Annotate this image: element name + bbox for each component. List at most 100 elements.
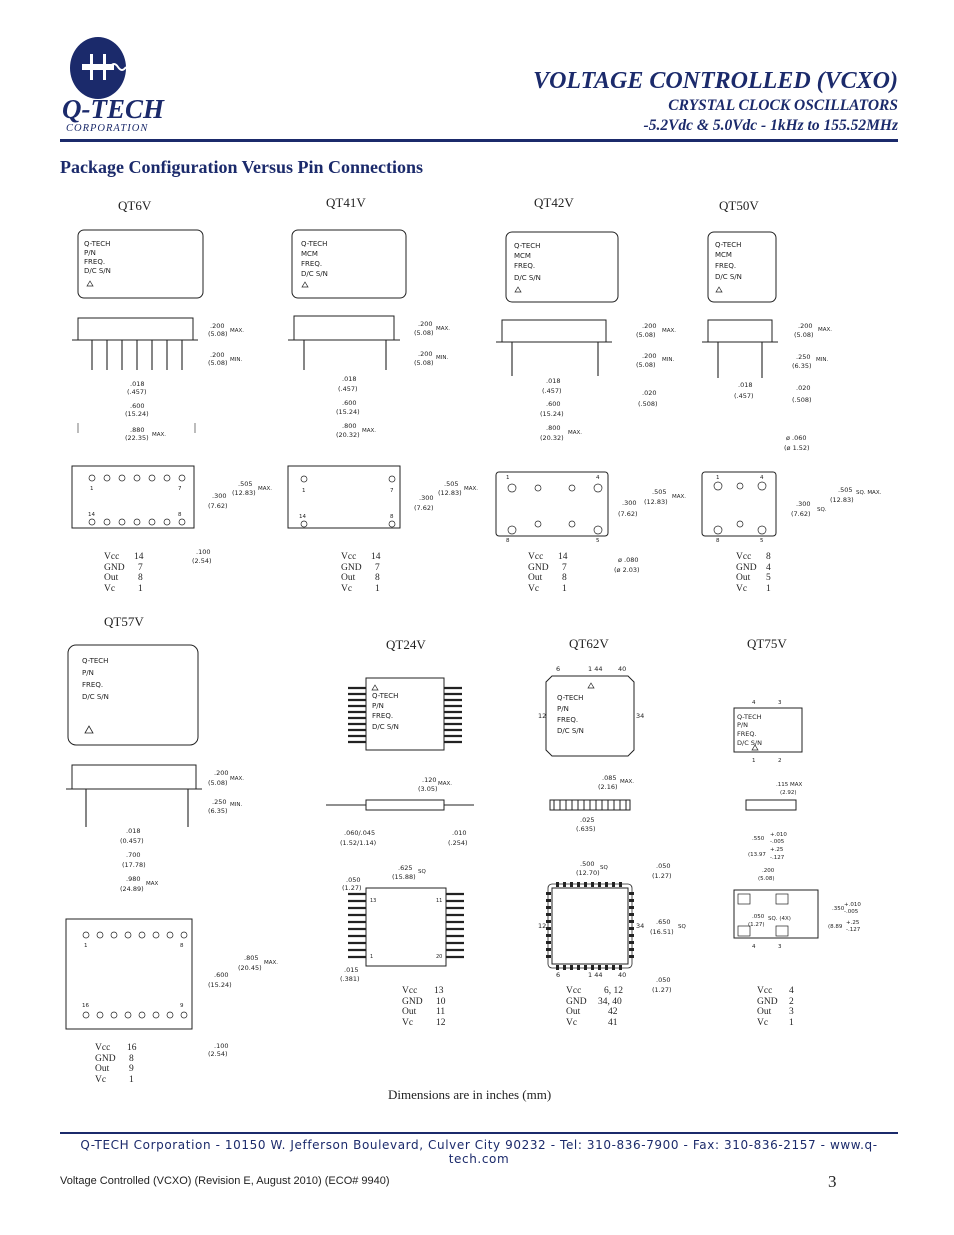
svg-text:FREQ.: FREQ.: [372, 712, 393, 720]
svg-text:(20.45): (20.45): [238, 964, 262, 972]
svg-text:5: 5: [760, 538, 764, 544]
svg-text:.200: .200: [762, 868, 775, 874]
svg-text:(12.83): (12.83): [438, 489, 462, 497]
svg-text:D/C S/N: D/C S/N: [715, 273, 742, 281]
svg-text:MIN.: MIN.: [230, 357, 242, 363]
package-qt6v-drawing: Q-TECH P/N FREQ. D/C S/N .200(5.08)MAX. …: [70, 228, 290, 573]
svg-text:13: 13: [370, 898, 376, 904]
svg-text:(.457): (.457): [734, 392, 754, 400]
svg-text:(7.62): (7.62): [791, 510, 811, 518]
revision-note: Voltage Controlled (VCXO) (Revision E, A…: [60, 1175, 390, 1187]
svg-text:(1.27): (1.27): [342, 884, 362, 892]
svg-text:40: 40: [618, 971, 626, 979]
svg-text:MIN.: MIN.: [816, 357, 828, 363]
svg-text:.115 MAX: .115 MAX: [776, 782, 803, 788]
svg-text:MAX.: MAX.: [438, 781, 452, 787]
svg-text:ø .080: ø .080: [618, 556, 639, 564]
svg-text:(5.08): (5.08): [636, 331, 656, 339]
svg-text:.300: .300: [796, 500, 810, 508]
svg-text:-.127: -.127: [846, 927, 861, 933]
dimensions-note: Dimensions are in inches (mm): [388, 1087, 552, 1102]
svg-text:D/C S/N: D/C S/N: [737, 739, 762, 747]
svg-text:9: 9: [180, 1003, 184, 1009]
svg-text:1: 1: [84, 943, 88, 949]
svg-text:(7.62): (7.62): [208, 502, 228, 510]
svg-text:(24.89): (24.89): [120, 885, 144, 893]
svg-text:(5.08): (5.08): [208, 330, 228, 338]
svg-text:Q-TECH: Q-TECH: [557, 694, 583, 702]
svg-text:(5.08): (5.08): [414, 329, 434, 337]
svg-text:MAX.: MAX.: [258, 486, 272, 492]
svg-text:.200: .200: [642, 322, 656, 330]
header-rule: [60, 139, 898, 142]
svg-text:4: 4: [596, 475, 600, 481]
svg-text:.500: .500: [580, 860, 594, 868]
svg-text:-.127: -.127: [770, 855, 785, 861]
svg-text:(.457): (.457): [127, 388, 147, 396]
svg-text:SQ: SQ: [678, 924, 686, 930]
logo-text: Q-TECH: [62, 94, 165, 124]
svg-text:MIN.: MIN.: [230, 802, 242, 808]
svg-text:1 44: 1 44: [588, 971, 602, 979]
svg-text:(0.457): (0.457): [120, 837, 144, 845]
svg-text:(.457): (.457): [542, 387, 562, 395]
svg-text:FREQ.: FREQ.: [84, 258, 105, 266]
svg-text:.650: .650: [656, 918, 670, 926]
svg-text:(15.24): (15.24): [208, 981, 232, 989]
qt57v-spacing-mm: (2.54): [208, 1050, 228, 1058]
svg-text:.200: .200: [418, 350, 432, 358]
svg-text:MAX.: MAX.: [436, 326, 450, 332]
package-name-qt41v: QT41V: [326, 195, 366, 210]
svg-text:.805: .805: [244, 954, 258, 962]
svg-text:+.010: +.010: [770, 832, 787, 838]
svg-text:.018: .018: [126, 827, 140, 835]
svg-text:(22.35): (22.35): [125, 434, 149, 442]
svg-text:SQ: SQ: [418, 869, 426, 875]
svg-text:(.381): (.381): [340, 975, 360, 983]
svg-text:MAX: MAX: [146, 881, 159, 887]
svg-text:34: 34: [636, 922, 644, 930]
svg-text:(12.83): (12.83): [232, 489, 256, 497]
svg-text:(.508): (.508): [792, 396, 812, 404]
svg-text:D/C S/N: D/C S/N: [372, 723, 399, 731]
svg-text:-.005: -.005: [844, 909, 859, 915]
svg-text:.018: .018: [546, 377, 560, 385]
svg-text:FREQ.: FREQ.: [301, 260, 322, 268]
svg-text:(15.24): (15.24): [336, 408, 360, 416]
package-name-qt42v: QT42V: [534, 195, 574, 210]
svg-text:.550: .550: [752, 836, 765, 842]
package-name-qt24v: QT24V: [386, 637, 426, 652]
svg-text:.018: .018: [342, 375, 356, 383]
page-number: 3: [828, 1172, 837, 1191]
svg-text:MAX.: MAX.: [230, 328, 244, 334]
svg-text:(.508): (.508): [638, 400, 658, 408]
svg-text:.200: .200: [798, 322, 812, 330]
svg-text:(12.83): (12.83): [644, 498, 668, 506]
svg-text:(3.05): (3.05): [418, 785, 438, 793]
svg-text:.120: .120: [422, 776, 436, 784]
svg-text:40: 40: [618, 665, 626, 673]
svg-text:MAX.: MAX.: [662, 328, 676, 334]
svg-text:14: 14: [88, 512, 95, 518]
svg-text:(7.62): (7.62): [414, 504, 434, 512]
svg-text:D/C S/N: D/C S/N: [82, 693, 109, 701]
package-qt41v-drawing: Q-TECH MCM FREQ. D/C S/N .200(5.08)MAX. …: [286, 228, 496, 573]
svg-text:P/N: P/N: [557, 705, 569, 713]
svg-text:(1.52/1.14): (1.52/1.14): [340, 839, 376, 847]
svg-text:.880: .880: [130, 426, 144, 434]
package-qt42v-drawing: Q-TECH MCM FREQ. D/C S/N .200(5.08)MAX. …: [494, 228, 709, 583]
svg-text:.980: .980: [126, 875, 140, 883]
page-subtitle-range: -5.2Vdc & 5.0Vdc - 1kHz to 155.52MHz: [643, 117, 898, 134]
svg-text:20: 20: [436, 954, 442, 960]
svg-text:.800: .800: [342, 422, 356, 430]
svg-text:.200: .200: [642, 352, 656, 360]
svg-text:-.005: -.005: [770, 839, 785, 845]
svg-text:.050: .050: [346, 876, 360, 884]
svg-text:2: 2: [778, 758, 782, 764]
svg-text:.250: .250: [212, 798, 226, 806]
svg-text:.800: .800: [546, 424, 560, 432]
svg-text:8: 8: [180, 943, 184, 949]
